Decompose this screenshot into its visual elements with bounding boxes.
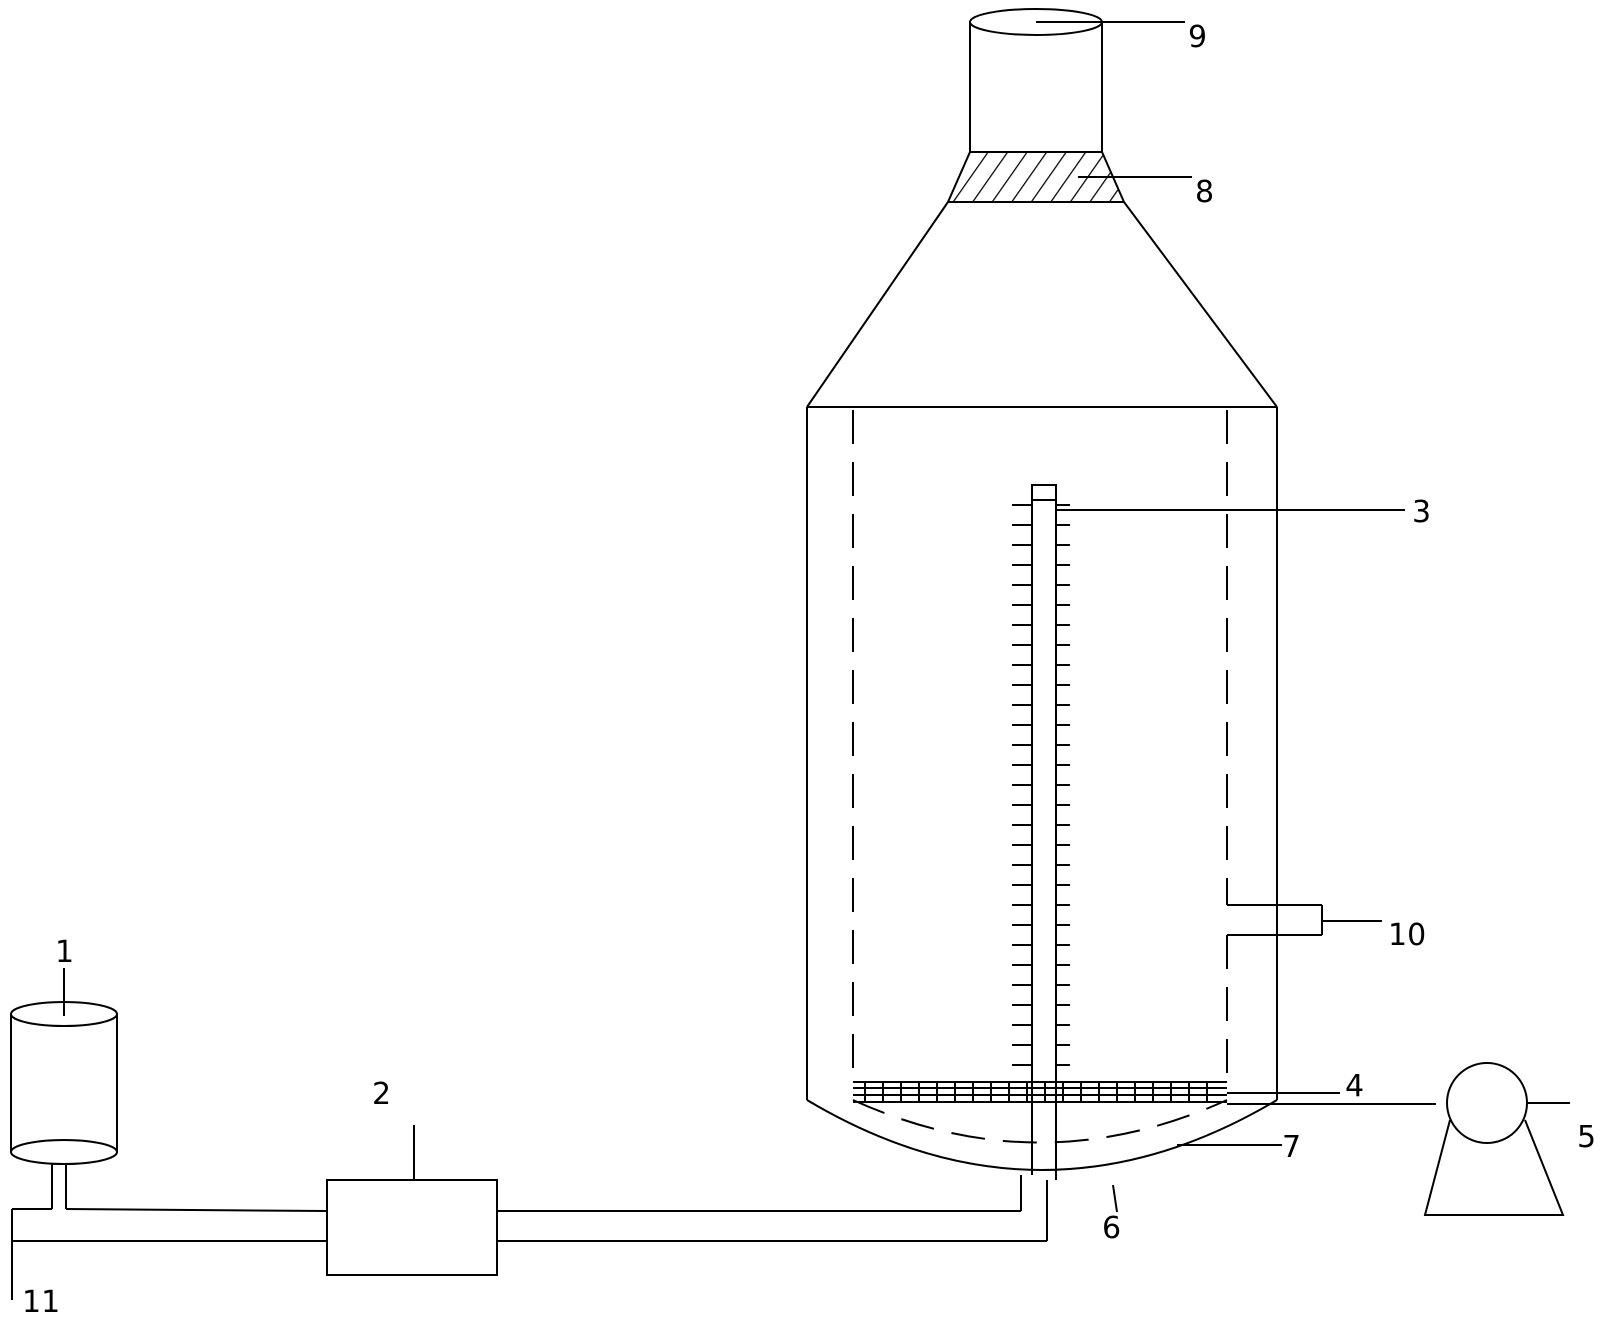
central-graduated-tube — [1012, 484, 1070, 1180]
label-5: 5 — [1577, 1120, 1596, 1155]
inner-dashed-liner — [852, 410, 1228, 1144]
label-6: 6 — [1102, 1211, 1121, 1246]
label-10: 10 — [1388, 918, 1426, 953]
label-11: 11 — [22, 1285, 60, 1320]
air-pump — [1423, 1062, 1565, 1216]
side-outlet — [1227, 904, 1323, 936]
label-4: 4 — [1345, 1069, 1364, 1104]
label-8: 8 — [1195, 175, 1214, 210]
column-cone — [806, 201, 1278, 408]
leader-lines — [63, 21, 1570, 1213]
label-1: 1 — [55, 935, 74, 970]
feed-pipe — [11, 1164, 1048, 1300]
label-2: 2 — [372, 1077, 391, 1112]
column-body — [806, 407, 1278, 1171]
callout-labels: 11 1 2 3 4 5 6 7 8 9 10 — [22, 20, 1596, 1320]
outlet-cylinder — [969, 8, 1103, 153]
flow-meter-box — [326, 1179, 498, 1276]
label-3: 3 — [1412, 495, 1431, 530]
distributor-plate — [853, 1081, 1227, 1103]
label-9: 9 — [1188, 20, 1207, 55]
label-7: 7 — [1282, 1130, 1301, 1165]
feed-tank — [10, 1001, 118, 1165]
